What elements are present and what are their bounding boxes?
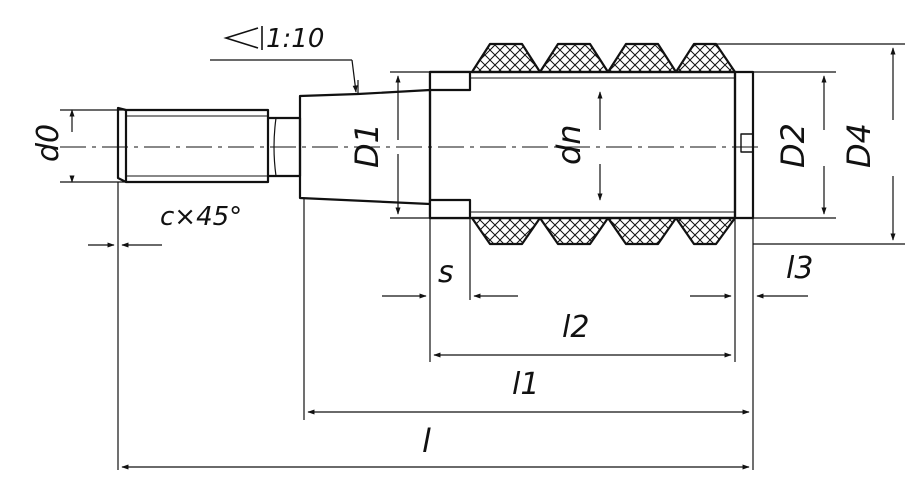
d0-label: d0 [31, 124, 66, 162]
D1-label: D1 [348, 123, 386, 168]
upper-teeth [470, 42, 737, 74]
keyway [740, 133, 754, 153]
threaded-shank [116, 106, 270, 184]
left-shoulder [428, 70, 472, 92]
D2-label: D2 [774, 123, 812, 168]
s-label: s [438, 255, 454, 290]
chamfer-label: c×45° [160, 202, 242, 232]
dn-label: dn [550, 124, 588, 165]
D4-label: D4 [840, 123, 878, 168]
l1-label: l1 [512, 367, 539, 402]
lower-teeth [470, 216, 737, 246]
taper-symbol-icon [223, 26, 263, 50]
l3-label: l3 [786, 251, 813, 286]
l2-label: l2 [562, 310, 589, 345]
l-label: l [422, 422, 431, 460]
right-collar [733, 70, 755, 220]
taper-label: 1:10 [266, 24, 324, 54]
